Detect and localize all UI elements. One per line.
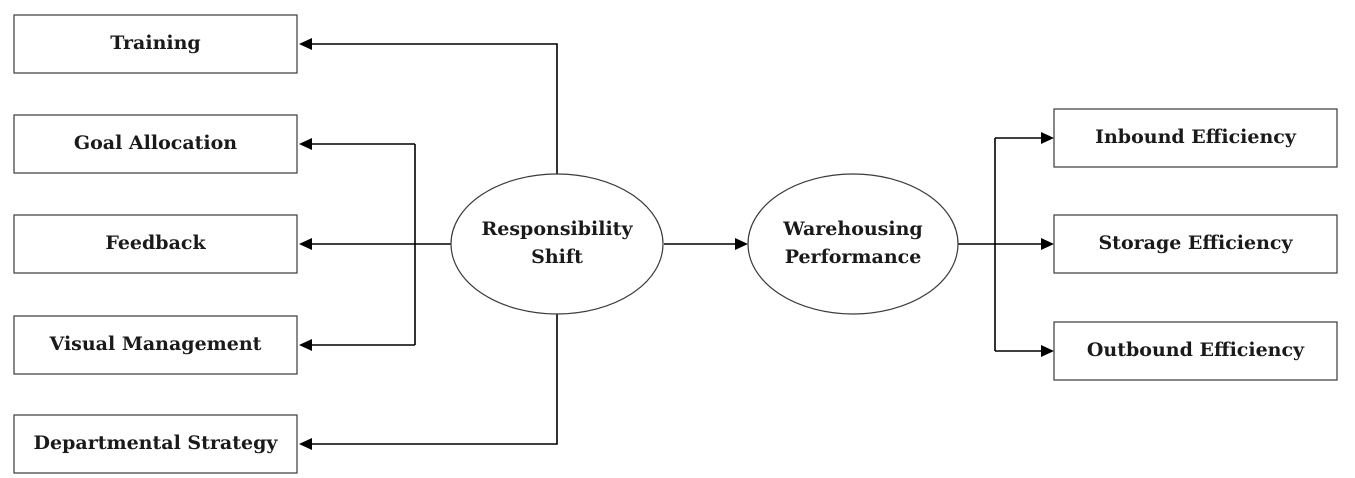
box-storage-efficiency: Storage Efficiency bbox=[1053, 214, 1338, 274]
arrowhead-visual-management bbox=[299, 339, 312, 351]
node-responsibility-shift-line2: Shift bbox=[531, 246, 583, 268]
box-feedback-label: Feedback bbox=[105, 232, 206, 254]
edge-to-departmental-strategy bbox=[312, 313, 558, 445]
box-visual-management: Visual Management bbox=[13, 315, 298, 375]
box-inbound-efficiency: Inbound Efficiency bbox=[1053, 108, 1338, 168]
arrowhead-goal-allocation bbox=[299, 138, 312, 150]
box-outbound-efficiency-label: Outbound Efficiency bbox=[1087, 339, 1305, 361]
arrowhead-feedback bbox=[299, 238, 312, 250]
box-storage-efficiency-label: Storage Efficiency bbox=[1098, 232, 1293, 254]
box-inbound-efficiency-label: Inbound Efficiency bbox=[1095, 126, 1297, 148]
box-departmental-strategy: Departmental Strategy bbox=[13, 414, 298, 474]
box-outbound-efficiency: Outbound Efficiency bbox=[1053, 321, 1338, 381]
box-visual-management-label: Visual Management bbox=[49, 333, 262, 355]
box-training-label: Training bbox=[110, 32, 200, 54]
arrowhead-training bbox=[299, 38, 312, 50]
arrowhead-inbound bbox=[1041, 132, 1054, 144]
arrowhead-storage bbox=[1041, 238, 1054, 250]
arrowhead-performance bbox=[735, 238, 748, 250]
box-goal-allocation: Goal Allocation bbox=[13, 114, 298, 174]
box-departmental-strategy-label: Departmental Strategy bbox=[34, 432, 279, 454]
edges bbox=[299, 38, 1054, 450]
node-warehousing-performance-line2: Performance bbox=[785, 246, 922, 268]
box-goal-allocation-label: Goal Allocation bbox=[74, 132, 237, 154]
node-warehousing-performance-line1: Warehousing bbox=[782, 218, 922, 240]
box-feedback: Feedback bbox=[13, 214, 298, 274]
arrowhead-departmental-strategy bbox=[299, 438, 312, 450]
node-responsibility-shift-line1: Responsibility bbox=[481, 218, 633, 240]
node-responsibility-shift: Responsibility Shift bbox=[450, 173, 664, 315]
box-training: Training bbox=[13, 14, 298, 74]
node-warehousing-performance: Warehousing Performance bbox=[747, 173, 959, 315]
arrowhead-outbound bbox=[1041, 345, 1054, 357]
edge-to-training bbox=[312, 43, 558, 175]
